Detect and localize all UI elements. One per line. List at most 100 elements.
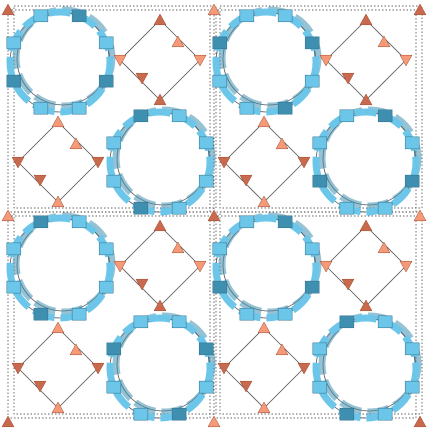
bond-diamond (119, 225, 201, 307)
linker-box (133, 315, 149, 329)
linker-box (212, 280, 228, 294)
node-triangle (217, 362, 231, 375)
unit-cell-outlines (7, 5, 423, 419)
linker-box (239, 307, 255, 321)
bond-diamond (325, 225, 407, 307)
linker-box (212, 74, 228, 88)
linker-box (71, 215, 87, 229)
linker-box (239, 9, 255, 23)
node-triangle (257, 401, 271, 414)
linker-box (404, 136, 420, 150)
linker-box (312, 174, 328, 188)
node-triangle (359, 13, 373, 26)
node-triangle (297, 156, 311, 169)
linker-box (198, 174, 214, 188)
linker-box (98, 74, 114, 88)
linker-box (212, 242, 228, 256)
node-triangle (207, 415, 221, 428)
linker-box (33, 101, 49, 115)
linker-box (71, 307, 87, 321)
node-triangle (275, 137, 289, 150)
linker-box (106, 342, 122, 356)
pore-ring (6, 214, 114, 322)
linker-box (198, 136, 214, 150)
node-triangle (91, 362, 105, 375)
node-triangle (153, 219, 167, 232)
node-triangle (153, 299, 167, 312)
linker-box (6, 242, 22, 256)
unit-cell-back (13, 211, 217, 415)
linker-box (277, 101, 293, 115)
node-triangle (11, 362, 25, 375)
linker-box (106, 174, 122, 188)
node-triangle (399, 260, 413, 273)
node-triangle (113, 260, 127, 273)
node-triangle (257, 321, 271, 334)
linker-box (304, 74, 320, 88)
node-triangle (33, 380, 47, 393)
unit-cell-front (213, 215, 417, 419)
node-triangle (319, 54, 333, 67)
linker-box (304, 242, 320, 256)
pore-rings (6, 6, 422, 422)
node-triangle (69, 343, 83, 356)
linker-box (33, 307, 49, 321)
linker-box (377, 201, 393, 215)
linker-box (377, 109, 393, 123)
unit-cell-back (13, 5, 217, 209)
linker-box (106, 136, 122, 150)
linker-box (6, 280, 22, 294)
node-triangle (11, 156, 25, 169)
node-triangle (91, 156, 105, 169)
linker-box (98, 280, 114, 294)
pore-ring (106, 108, 214, 216)
linker-box (33, 215, 49, 229)
node-triangle (399, 54, 413, 67)
bond-diamond (17, 327, 99, 409)
linker-box (71, 9, 87, 23)
node-triangle (359, 219, 373, 232)
linker-box (404, 380, 420, 394)
linker-box (198, 380, 214, 394)
linker-box (33, 9, 49, 23)
linker-box (312, 342, 328, 356)
node-triangle (413, 209, 427, 222)
node-triangle (171, 35, 185, 48)
linker-box (171, 109, 187, 123)
node-triangle (413, 415, 427, 428)
linker-box (198, 342, 214, 356)
node-triangle (341, 278, 355, 291)
node-triangle (1, 209, 15, 222)
node-triangle (319, 260, 333, 273)
linker-boxes (6, 9, 420, 421)
linker-box (212, 36, 228, 50)
unit-cell-back (219, 211, 423, 415)
node-triangle (33, 174, 47, 187)
linker-box (6, 74, 22, 88)
unit-cell-back (219, 5, 423, 209)
bond-diamond (223, 327, 305, 409)
node-triangle (113, 54, 127, 67)
node-triangle (207, 209, 221, 222)
node-triangle (51, 115, 65, 128)
linker-box (239, 101, 255, 115)
pore-ring (312, 108, 420, 216)
linker-box (277, 215, 293, 229)
node-triangle (69, 137, 83, 150)
linker-box (304, 36, 320, 50)
linker-box (133, 109, 149, 123)
node-triangle (359, 93, 373, 106)
node-triangle (207, 3, 221, 16)
bond-diamond (119, 19, 201, 101)
linker-box (133, 201, 149, 215)
node-triangle (135, 72, 149, 85)
linker-box (71, 101, 87, 115)
linker-box (277, 9, 293, 23)
linker-box (239, 215, 255, 229)
node-triangle (413, 3, 427, 16)
linker-box (277, 307, 293, 321)
linker-box (98, 242, 114, 256)
linker-box (339, 315, 355, 329)
node-triangle (297, 362, 311, 375)
linker-box (133, 407, 149, 421)
